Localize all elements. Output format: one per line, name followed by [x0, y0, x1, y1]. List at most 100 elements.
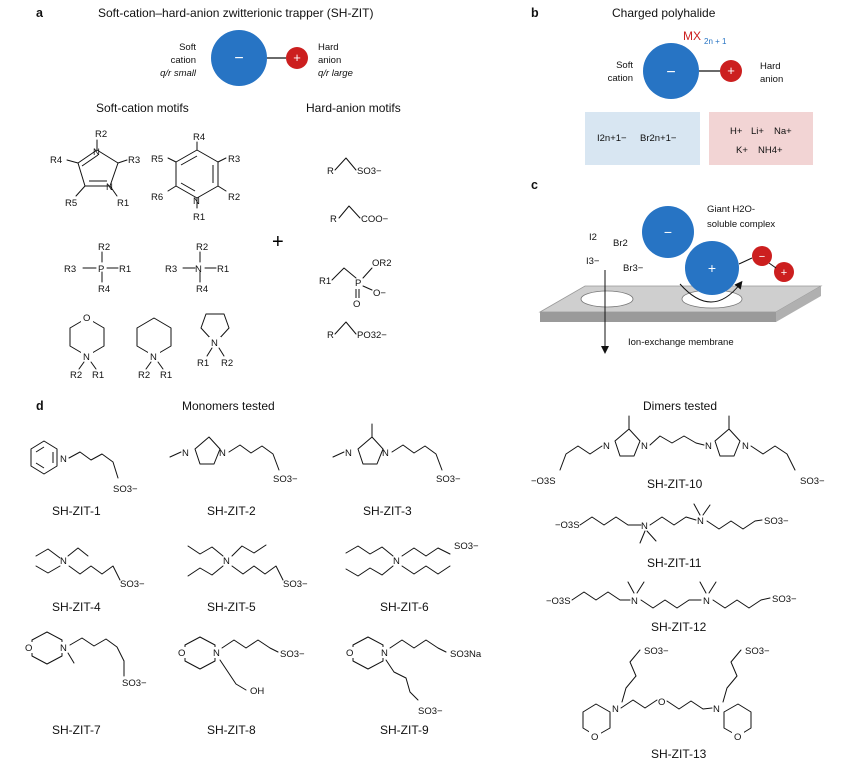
svg-text:R5: R5 — [65, 198, 77, 209]
soft-cation-sphere — [211, 30, 267, 86]
motif-plus: + — [272, 231, 284, 253]
carboxylate-motif: R COO− — [330, 205, 389, 225]
svg-text:R2: R2 — [228, 192, 240, 203]
svg-text:R3: R3 — [165, 264, 177, 275]
svg-text:O: O — [346, 648, 353, 659]
svg-text:anion: anion — [760, 74, 783, 85]
svg-text:I2: I2 — [589, 232, 597, 243]
svg-text:+: + — [727, 63, 735, 78]
svg-text:N: N — [393, 556, 400, 567]
svg-text:R1: R1 — [197, 358, 209, 369]
svg-text:O: O — [25, 643, 32, 654]
svg-text:N: N — [182, 448, 189, 459]
svg-text:Na+: Na+ — [774, 126, 792, 137]
plus-sign: + — [293, 50, 301, 65]
svg-text:R5: R5 — [151, 154, 163, 165]
svg-text:R1: R1 — [319, 276, 331, 287]
svg-text:N: N — [106, 182, 113, 193]
panel-b: b Charged polyhalide MX 2n + 1 Soft cati… — [531, 6, 813, 165]
svg-text:R2: R2 — [95, 129, 107, 140]
svg-text:SO3−: SO3− — [644, 646, 669, 657]
svg-text:N: N — [60, 454, 67, 465]
svg-text:Soft: Soft — [616, 60, 633, 71]
svg-text:N: N — [612, 704, 619, 715]
svg-text:SH-ZIT-2: SH-ZIT-2 — [207, 504, 256, 518]
structure-zit6: N SO3− — [345, 541, 479, 577]
svg-text:−O3S: −O3S — [555, 520, 580, 531]
ammonium-motif: R2 R3 N R1 R4 — [165, 242, 229, 295]
svg-text:R2: R2 — [221, 358, 233, 369]
structure-zit4: N SO3− — [35, 547, 145, 590]
structure-zit9: O N SO3Na SO3− — [345, 636, 482, 717]
svg-text:R: R — [330, 214, 337, 225]
svg-text:−: − — [664, 224, 672, 240]
svg-text:R1: R1 — [217, 264, 229, 275]
svg-text:SO3−: SO3− — [357, 166, 382, 177]
svg-text:R2: R2 — [138, 370, 150, 381]
svg-text:R2: R2 — [98, 242, 110, 253]
svg-text:SO3−: SO3− — [800, 476, 825, 487]
svg-text:R4: R4 — [50, 155, 62, 166]
svg-text:SO3−: SO3− — [745, 646, 770, 657]
soft-label: Soft — [179, 42, 196, 53]
svg-text:SO3Na: SO3Na — [450, 649, 482, 660]
structure-zit7: O N SO3− — [24, 631, 147, 689]
svg-text:N: N — [193, 196, 200, 207]
svg-text:R1: R1 — [92, 370, 104, 381]
piperidinium-motif: N R2 R1 — [136, 317, 172, 381]
svg-text:Li+: Li+ — [751, 126, 764, 137]
svg-text:−: − — [666, 64, 675, 81]
mx-label: MX — [683, 29, 701, 43]
complex-sphere-top — [642, 206, 694, 258]
membrane-label: Ion-exchange membrane — [628, 337, 734, 348]
svg-text:N: N — [381, 648, 388, 659]
svg-text:SO3−: SO3− — [122, 678, 147, 689]
svg-text:N: N — [382, 448, 389, 459]
svg-text:N: N — [213, 648, 220, 659]
morpholinium-motif: O N R2 R1 — [69, 312, 105, 381]
anion-br: Br2n+1− — [640, 133, 677, 144]
svg-text:−O3S: −O3S — [546, 596, 571, 607]
complex-label-1: Giant H2O- — [707, 204, 755, 215]
phosphonate-ester-motif: R1 P OR2 O− O — [319, 258, 392, 310]
cation-label: cation — [171, 55, 196, 66]
svg-text:N: N — [713, 704, 720, 715]
anion-i: I2n+1− — [597, 133, 627, 144]
svg-text:N: N — [603, 441, 610, 452]
svg-text:Br2: Br2 — [613, 238, 628, 249]
svg-text:O: O — [591, 732, 598, 743]
panel-c: c I2 Br2 I3− Br3− − + − + Giant H2O- sol… — [531, 178, 823, 354]
svg-text:OH: OH — [250, 686, 264, 697]
panel-label-b: b — [531, 6, 539, 20]
panel-b-title: Charged polyhalide — [612, 6, 716, 20]
svg-text:R3: R3 — [228, 154, 240, 165]
svg-text:SH-ZIT-12: SH-ZIT-12 — [651, 620, 707, 634]
phosphonium-motif: R2 R3 P R1 R4 — [64, 242, 131, 295]
svg-text:SO3−: SO3− — [120, 579, 145, 590]
panel-label-a: a — [36, 6, 44, 20]
minus-sign: − — [234, 50, 243, 67]
svg-text:SO3−: SO3− — [273, 474, 298, 485]
svg-text:SO3−: SO3− — [113, 484, 138, 495]
svg-text:Br3−: Br3− — [623, 263, 644, 274]
svg-text:N: N — [195, 264, 202, 275]
svg-text:K+: K+ — [736, 145, 748, 156]
rejection-arrow — [679, 280, 743, 303]
svg-text:P: P — [355, 278, 361, 289]
svg-text:N: N — [219, 448, 226, 459]
panel-label-d: d — [36, 399, 44, 413]
svg-text:SH-ZIT-8: SH-ZIT-8 — [207, 723, 256, 737]
svg-text:N: N — [211, 338, 218, 349]
complex-label-2: soluble complex — [707, 219, 775, 230]
svg-text:I3−: I3− — [586, 256, 600, 267]
svg-text:SH-ZIT-1: SH-ZIT-1 — [52, 504, 101, 518]
membrane-pore-left — [580, 290, 634, 308]
svg-text:N: N — [641, 521, 648, 532]
pyrrolidinium-motif: N R1 R2 — [197, 313, 233, 369]
sulfonate-motif: R SO3− — [327, 157, 382, 177]
svg-text:P: P — [98, 264, 104, 275]
svg-text:OR2: OR2 — [372, 258, 392, 269]
structure-zit11: −O3S N N SO3− — [555, 503, 789, 544]
svg-text:+: + — [781, 267, 787, 279]
svg-text:−: − — [759, 251, 765, 263]
